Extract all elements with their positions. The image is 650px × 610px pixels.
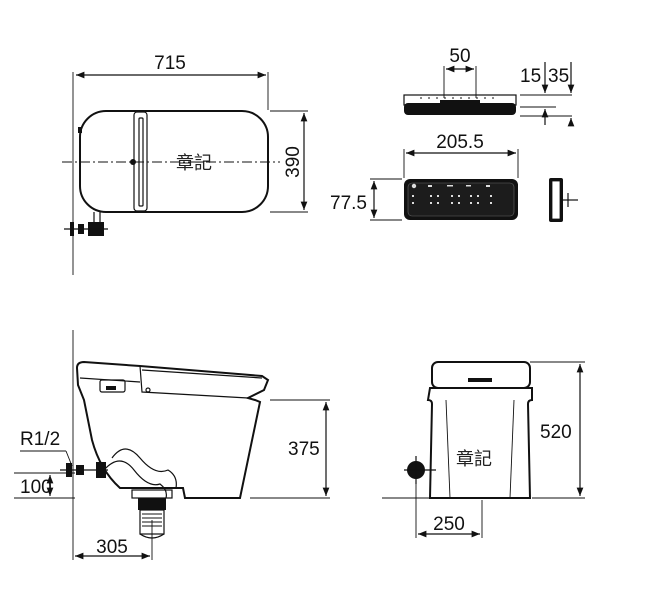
inlet-height-label: 100 — [20, 477, 52, 498]
inlet-offset-label: 250 — [433, 514, 465, 535]
thread-label: R1/2 — [20, 429, 60, 450]
remote-buttons — [411, 183, 492, 204]
side-view: R1/2 100 375 305 — [14, 330, 330, 560]
back-inlet-icon — [404, 456, 436, 484]
internal-trap — [111, 448, 177, 489]
toilet-back-lid — [431, 361, 531, 389]
watermark: 章記 — [176, 153, 212, 174]
toilet-back-body — [426, 387, 533, 499]
inlet-fitting-icon — [60, 462, 108, 478]
inlet-valve-icon — [64, 212, 108, 236]
drain-pipe-icon — [131, 489, 173, 539]
remote-height-label: 77.5 — [330, 193, 367, 214]
drain-offset-label: 305 — [96, 537, 128, 558]
remote-dim-35-label: 35 — [548, 66, 569, 87]
back-watermark: 章記 — [456, 449, 492, 470]
remote-front-view: 205.5 77.5 — [330, 132, 519, 221]
width-dimension-label: 715 — [154, 53, 186, 74]
depth-dimension-label: 390 — [283, 146, 304, 178]
top-view: 715 390 章記 — [62, 53, 308, 275]
remote-dim-15-label: 15 — [520, 66, 541, 87]
remote-top-view: 50 15 35 — [403, 46, 575, 127]
back-view: 520 250 章記 — [382, 361, 585, 538]
remote-side-view — [549, 178, 578, 222]
total-height-label: 520 — [540, 422, 572, 443]
remote-width-label: 205.5 — [436, 132, 484, 153]
seat-height-label: 375 — [288, 439, 320, 460]
remote-mount-width-label: 50 — [449, 46, 470, 67]
toilet-side-outline — [75, 360, 270, 499]
